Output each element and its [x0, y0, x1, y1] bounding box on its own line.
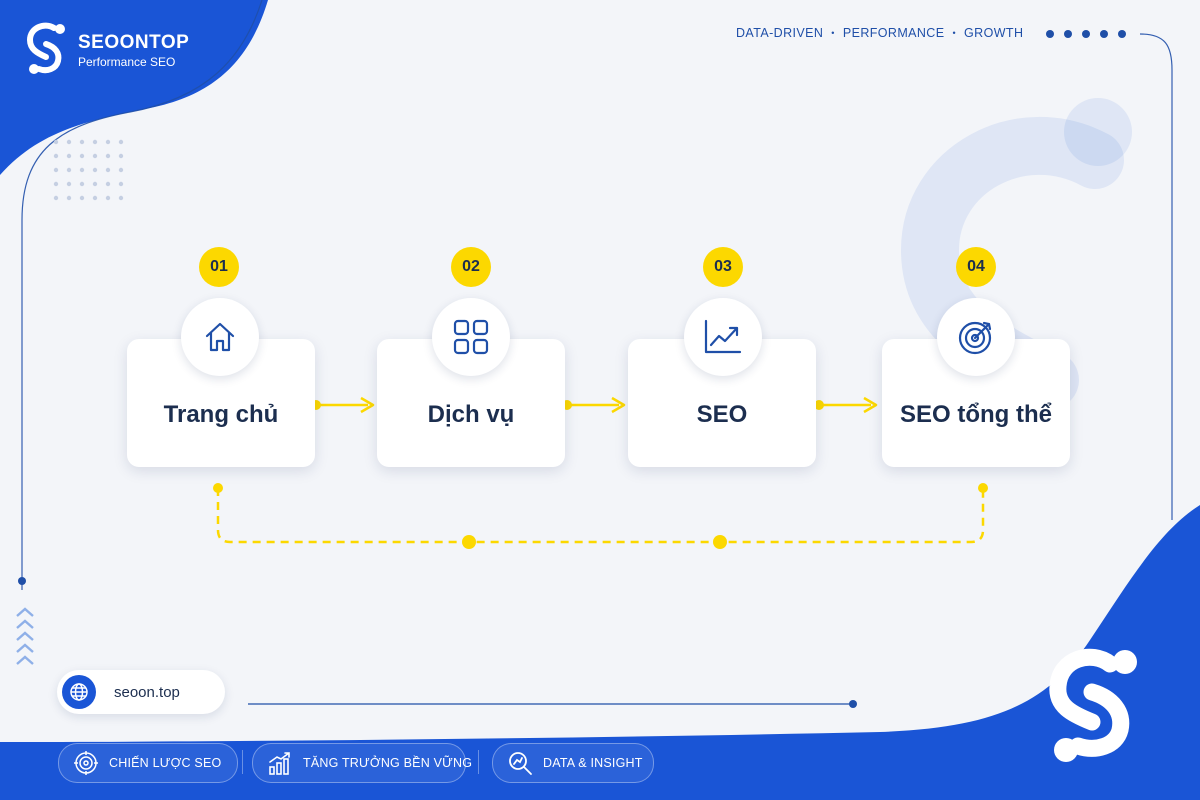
step-number-3: 03: [703, 247, 743, 287]
right-outline-curve: [1139, 33, 1173, 520]
growth-bars-icon: [267, 750, 293, 776]
step-title: Trang chủ: [163, 401, 279, 428]
left-line-dot: [18, 577, 26, 585]
step-icon-circle: [432, 298, 510, 376]
keyword-separator: •: [952, 28, 957, 38]
feedback-loop-dashed: [216, 488, 985, 544]
step-icon-circle: [181, 298, 259, 376]
dot-grid-decoration: [53, 139, 124, 201]
step-icon-circle: [937, 298, 1015, 376]
step-title: Dịch vụ: [427, 401, 515, 428]
step-icon-circle: [684, 298, 762, 376]
footer-item-chien-luoc-seo[interactable]: CHIẾN LƯỢC SEO: [58, 743, 238, 783]
footer-divider: [242, 750, 243, 774]
magnifier-icon: [507, 750, 533, 776]
brand-logo-icon[interactable]: [24, 20, 72, 76]
brand-text: SEOONTOP Performance SEO: [78, 33, 189, 70]
keyword-growth: GROWTH: [964, 26, 1024, 40]
divider-dot: [849, 700, 857, 708]
footer-item-data-insight[interactable]: DATA & INSIGHT: [492, 743, 654, 783]
left-outline-curve: [21, 0, 263, 590]
bottom-blue-shape: [0, 505, 1200, 800]
target-icon: [73, 750, 99, 776]
keyword-data-driven: DATA-DRIVEN: [736, 26, 824, 40]
footer-label: DATA & INSIGHT: [543, 756, 643, 770]
website-link[interactable]: seoon.top: [57, 670, 225, 714]
step-number-1: 01: [199, 247, 239, 287]
step-number-2: 02: [451, 247, 491, 287]
brand-tagline: Performance SEO: [78, 55, 176, 69]
step-title: SEO: [696, 401, 748, 428]
top-left-blue-shape: [0, 0, 268, 175]
step-number-4: 04: [956, 247, 996, 287]
brand-name: SEOONTOP: [78, 32, 190, 53]
grid-icon: [453, 319, 489, 355]
step-title: SEO tổng thể: [900, 401, 1052, 428]
footer-label: TĂNG TRƯỞNG BỀN VỮNG: [303, 756, 473, 770]
header-keywords: DATA-DRIVEN • PERFORMANCE • GROWTH: [736, 26, 1023, 40]
keyword-performance: PERFORMANCE: [842, 26, 945, 40]
footer-divider: [478, 750, 479, 774]
brand-logo-large-icon: [1049, 648, 1137, 762]
watermark-dot: [1064, 98, 1132, 166]
header-dots-decoration: [1046, 30, 1126, 38]
chevron-stack-icon: [16, 607, 34, 665]
target-icon: [958, 321, 992, 355]
home-icon: [205, 322, 235, 352]
trend-chart-icon: [704, 319, 742, 354]
footer-label: CHIẾN LƯỢC SEO: [109, 756, 222, 770]
keyword-separator: •: [831, 28, 835, 38]
website-url: seoon.top: [114, 683, 180, 701]
globe-icon: [62, 675, 96, 709]
step-card-seo-tong-the[interactable]: SEO tổng thể: [882, 339, 1070, 467]
footer-item-tang-truong[interactable]: TĂNG TRƯỞNG BỀN VỮNG: [252, 743, 472, 783]
